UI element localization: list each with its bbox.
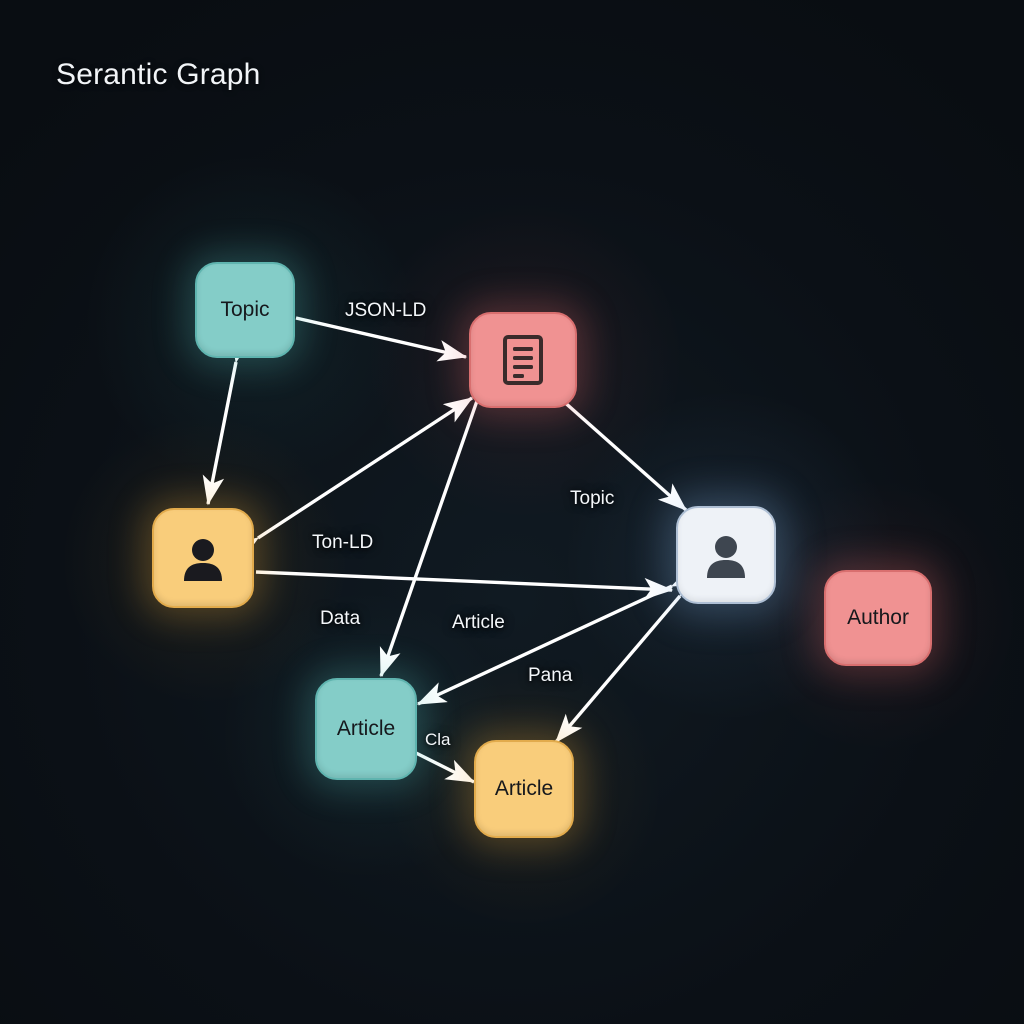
- edge-label-json-ld: JSON-LD: [345, 300, 427, 321]
- node-article-amber[interactable]: Article: [474, 740, 574, 838]
- document-icon: [503, 335, 543, 385]
- edge-label-topic: Topic: [570, 488, 615, 509]
- node-person-white[interactable]: [676, 506, 776, 604]
- node-label: Author: [847, 606, 909, 630]
- edge-person-amber-person-white: [255, 570, 674, 600]
- node-document[interactable]: [469, 312, 577, 408]
- edge-document-article-teal: [379, 397, 480, 678]
- node-topic[interactable]: Topic: [195, 262, 295, 358]
- node-label: Topic: [220, 298, 270, 322]
- node-person-amber[interactable]: [152, 508, 254, 608]
- edge-label-article: Article: [452, 612, 505, 633]
- node-article-teal[interactable]: Article: [315, 678, 417, 780]
- edge-label-ton-ld: Ton-LD: [312, 532, 374, 553]
- person-icon: [184, 539, 222, 581]
- edge-person-amber-document: [228, 396, 474, 563]
- node-label: Article: [494, 777, 554, 801]
- edge-topic-document: [295, 316, 468, 362]
- edge-label-cla: Cla: [425, 730, 451, 749]
- edge-topic-person-amber: [202, 332, 253, 506]
- person-icon: [707, 536, 745, 578]
- node-author[interactable]: Author: [824, 570, 932, 666]
- edge-document-person-white: [533, 373, 688, 512]
- edge-label-data: Data: [320, 608, 361, 629]
- edge-article-teal-article-amber: [384, 729, 476, 784]
- edge-label-pana: Pana: [528, 665, 573, 686]
- node-label: Article: [336, 717, 396, 741]
- page-title: Serantic Graph: [56, 58, 261, 91]
- edge-person-white-article-amber: [554, 567, 707, 744]
